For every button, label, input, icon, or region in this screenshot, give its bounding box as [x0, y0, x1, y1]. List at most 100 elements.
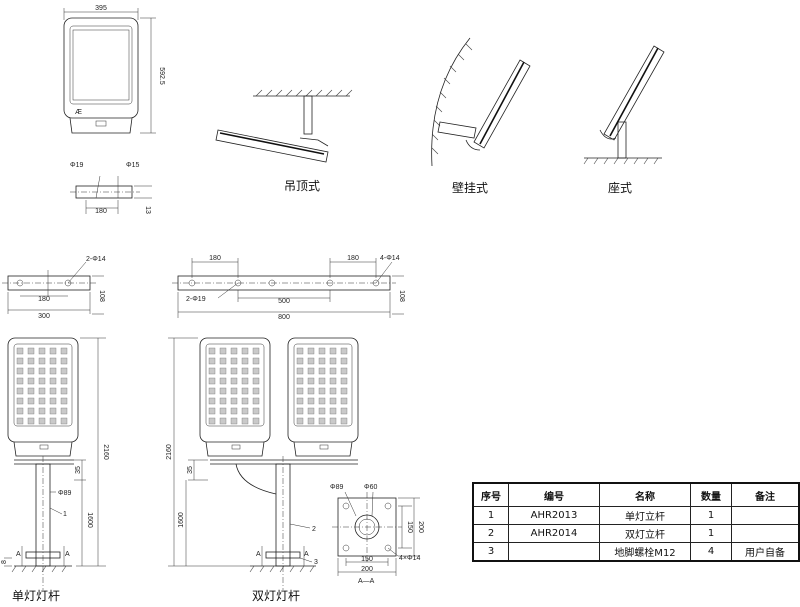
led-chip: [27, 367, 35, 375]
led-chip: [16, 347, 24, 355]
led-chip: [230, 397, 238, 405]
led-chip: [318, 377, 326, 385]
dim-single-8: 8: [1, 560, 8, 564]
led-chip: [241, 347, 249, 355]
led-chip: [329, 347, 337, 355]
led-chip: [208, 407, 216, 415]
led-chip: [252, 377, 260, 385]
led-chip: [16, 417, 24, 425]
led-chip: [340, 387, 348, 395]
cell-remark: [731, 506, 800, 525]
single-led-grid: [16, 347, 68, 425]
led-chip: [252, 407, 260, 415]
double-led-grid: [208, 347, 348, 425]
led-chip: [307, 417, 315, 425]
led-chip: [16, 367, 24, 375]
th-remark: 备注: [731, 482, 800, 507]
cell-name: 双灯立杆: [599, 524, 691, 543]
led-chip: [27, 387, 35, 395]
caption-single-pole: 单灯灯杆: [12, 589, 60, 603]
led-chip: [307, 347, 315, 355]
cell-remark: 用户自备: [731, 542, 800, 562]
led-chip: [318, 347, 326, 355]
led-chip: [329, 367, 337, 375]
dim-single-108: 108: [98, 290, 105, 302]
led-chip: [252, 367, 260, 375]
led-chip: [208, 347, 216, 355]
dim-180: 180: [95, 208, 107, 215]
led-chip: [230, 357, 238, 365]
cell-code: AHR2014: [508, 524, 600, 543]
led-chip: [16, 397, 24, 405]
caption-double-pole: 双灯灯杆: [252, 589, 300, 603]
caption-seat: 座式: [608, 180, 632, 195]
led-chip: [27, 377, 35, 385]
led-chip: [49, 397, 57, 405]
led-chip: [38, 407, 46, 415]
cell-remark: [731, 524, 800, 543]
dim-double-1600: 1600: [178, 512, 185, 528]
dim-flange-phi60: Φ60: [364, 484, 377, 491]
dim-flange-200-bot: 200: [361, 566, 373, 573]
dim-height-592: 592.5: [158, 67, 165, 85]
led-chip: [219, 407, 227, 415]
dim-flange-150-side: 150: [406, 521, 413, 533]
seat-mount-drawing: 座式: [583, 45, 665, 195]
parts-table: 序号 编号 名称 数量 备注 1 AHR2013 单灯立杆 1 2 AHR201…: [472, 482, 800, 562]
callout-2: 2: [312, 526, 316, 533]
led-chip: [27, 417, 35, 425]
table-row: 1 AHR2013 单灯立杆 1: [472, 506, 800, 525]
led-chip: [318, 397, 326, 405]
led-chip: [241, 387, 249, 395]
dim-13: 13: [144, 206, 151, 214]
led-chip: [307, 407, 315, 415]
table-header-row: 序号 编号 名称 数量 备注: [472, 482, 800, 507]
dim-2phi19: 2-Φ19: [186, 296, 206, 303]
th-code: 编号: [508, 482, 600, 507]
led-chip: [307, 377, 315, 385]
led-chip: [16, 357, 24, 365]
dim-double-2160: 2160: [166, 444, 173, 460]
led-chip: [329, 387, 337, 395]
led-chip: [219, 417, 227, 425]
caption-ceiling: 吊顶式: [284, 179, 320, 193]
dim-double-500: 500: [278, 298, 290, 305]
double-pole-drawing: A A 2 3 2160 35 1600 双灯灯杆: [166, 337, 359, 603]
led-chip: [340, 407, 348, 415]
cell-qty: 1: [690, 506, 732, 525]
led-chip: [318, 387, 326, 395]
led-chip: [219, 367, 227, 375]
bracket-top-view: Φ19 Φ15 180 13: [70, 162, 152, 215]
led-chip: [307, 367, 315, 375]
led-chip: [340, 347, 348, 355]
section-aa-label: A—A: [358, 578, 375, 585]
led-chip: [318, 367, 326, 375]
led-chip: [230, 367, 238, 375]
led-chip: [49, 387, 57, 395]
double-sec-a-right: A: [304, 551, 309, 558]
dim-double-800: 800: [278, 314, 290, 321]
cell-name: 单灯立杆: [599, 506, 691, 525]
led-chip: [296, 357, 304, 365]
dim-width-395: 395: [95, 5, 107, 12]
led-chip: [38, 357, 46, 365]
led-chip: [307, 397, 315, 405]
led-chip: [241, 397, 249, 405]
led-chip: [219, 357, 227, 365]
single-bar-drawing: 2-Φ14 180 300 108: [2, 256, 106, 320]
dim-flange-phi89: Φ89: [330, 484, 343, 491]
led-chip: [27, 347, 35, 355]
caption-wall: 壁挂式: [452, 180, 488, 195]
led-chip: [219, 397, 227, 405]
led-chip: [318, 407, 326, 415]
led-chip: [230, 377, 238, 385]
led-chip: [49, 407, 57, 415]
led-chip: [340, 377, 348, 385]
led-chip: [296, 377, 304, 385]
led-chip: [241, 367, 249, 375]
led-chip: [38, 417, 46, 425]
cell-index: 1: [472, 506, 509, 525]
dim-single-1600: 1600: [86, 512, 93, 528]
dim-double-35: 35: [187, 466, 194, 474]
